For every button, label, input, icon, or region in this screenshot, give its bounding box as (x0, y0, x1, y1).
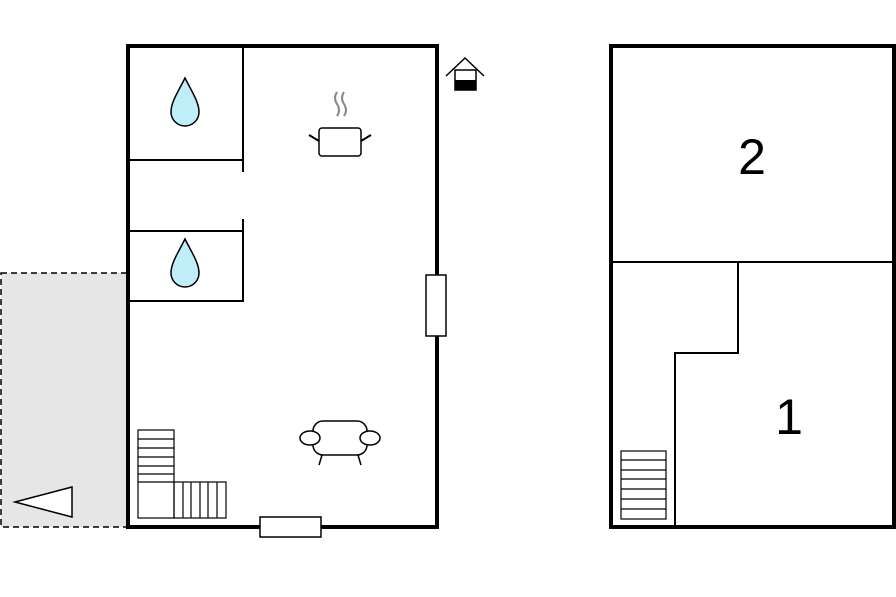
house-entrance-icon (445, 56, 485, 91)
stair-wall (674, 262, 739, 527)
ground-floor (126, 44, 485, 538)
stairs-icon (137, 429, 227, 519)
stairs-icon (620, 450, 667, 520)
room-number-2: 2 (738, 129, 766, 185)
room-number-1: 1 (775, 389, 803, 445)
triangle-left-icon (12, 486, 73, 518)
water-drop-icon (170, 237, 200, 288)
window (259, 516, 322, 538)
bathroom-wall-lower (128, 230, 244, 302)
cooking-pot-icon (308, 91, 372, 157)
upper-floor: 2 1 (609, 44, 896, 529)
terrace (0, 272, 129, 528)
armchair-icon (299, 420, 381, 466)
window (425, 274, 447, 337)
water-drop-icon (170, 76, 200, 127)
